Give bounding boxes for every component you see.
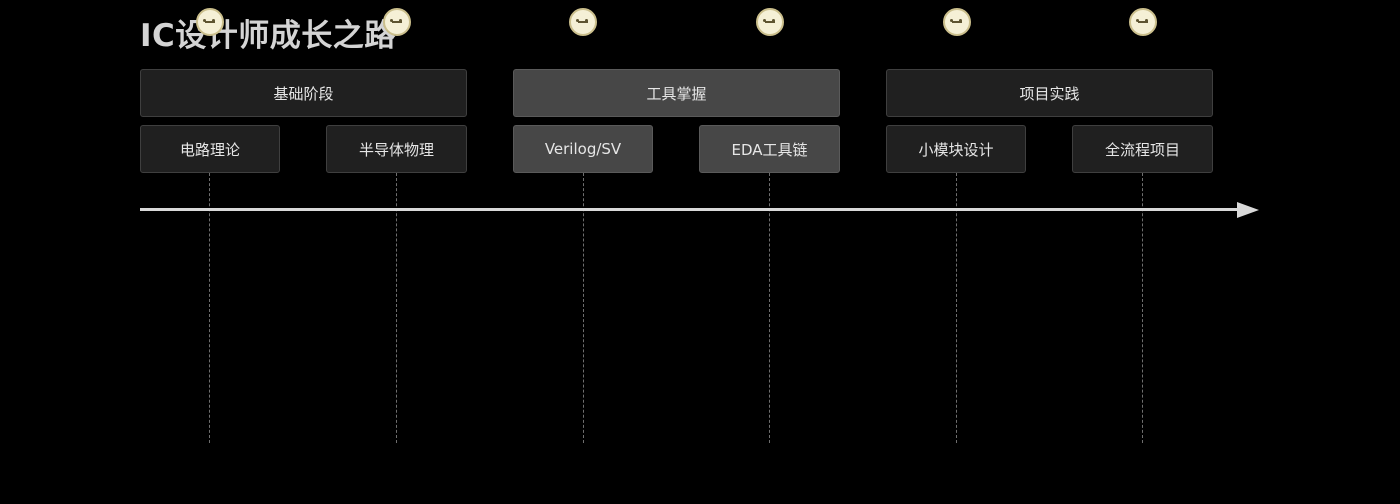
dashed-guide-line [956, 173, 957, 443]
milestone-node-icon [196, 8, 224, 36]
task-box-circuit-theory: 电路理论 [140, 125, 280, 173]
task-box-verilog: Verilog/SV [513, 125, 653, 173]
dashed-guide-line [769, 173, 770, 443]
phase-box-tools: 工具掌握 [513, 69, 840, 117]
dashed-guide-line [1142, 173, 1143, 443]
milestone-node-icon [1129, 8, 1157, 36]
milestone-node-icon [943, 8, 971, 36]
task-box-semiconductor-physics: 半导体物理 [326, 125, 467, 173]
milestone-node-icon [569, 8, 597, 36]
timeline-arrow-icon [1237, 202, 1259, 218]
dashed-guide-line [209, 173, 210, 443]
phase-box-practice: 项目实践 [886, 69, 1213, 117]
phase-box-foundation: 基础阶段 [140, 69, 467, 117]
task-box-eda-toolchain: EDA工具链 [699, 125, 840, 173]
milestone-node-icon [756, 8, 784, 36]
milestone-node-icon [383, 8, 411, 36]
dashed-guide-line [583, 173, 584, 443]
task-box-full-flow-project: 全流程项目 [1072, 125, 1213, 173]
timeline-axis [140, 208, 1240, 211]
diagram-title: IC设计师成长之路 [140, 18, 396, 54]
dashed-guide-line [396, 173, 397, 443]
task-box-small-module: 小模块设计 [886, 125, 1026, 173]
